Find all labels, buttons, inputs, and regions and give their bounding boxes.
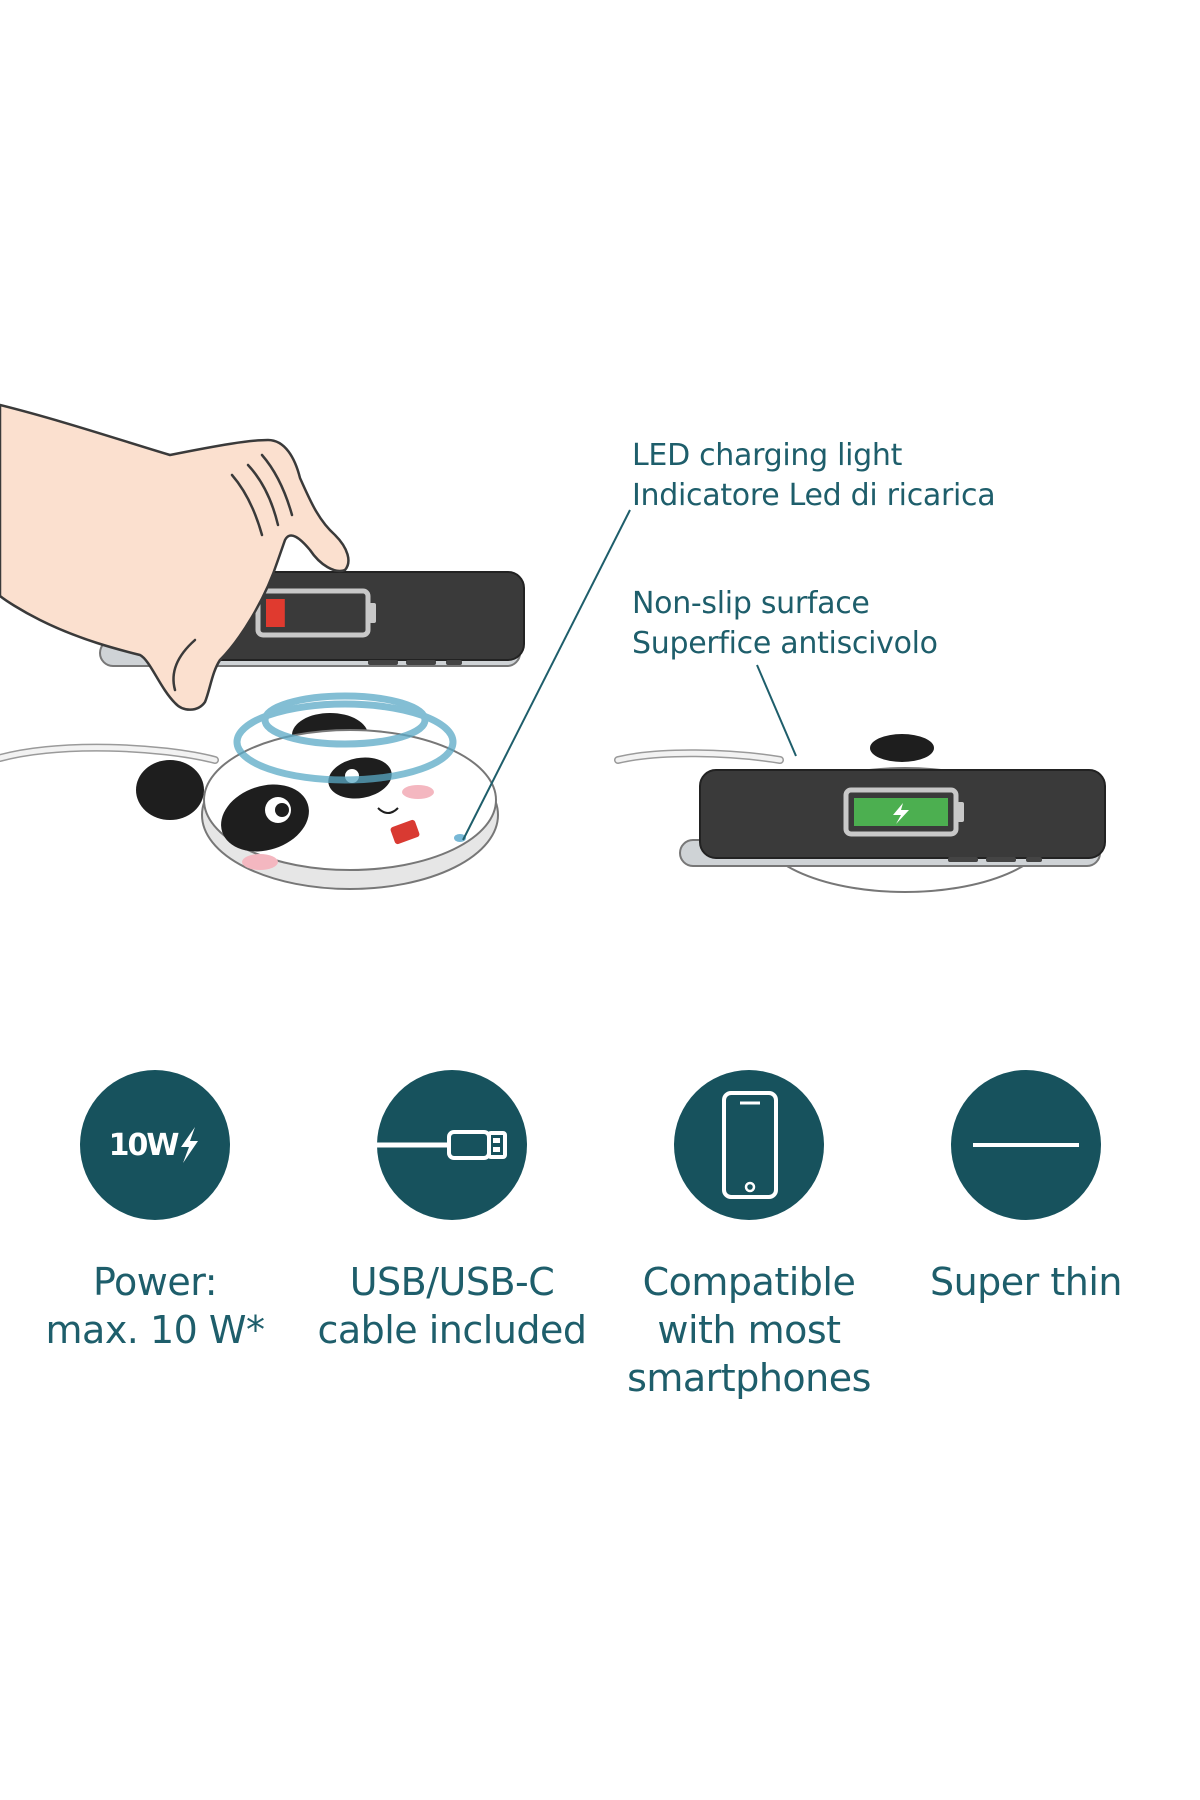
nonslip-callout-line1: Non-slip surface <box>632 586 870 621</box>
nonslip-callout-label: Non-slip surface Superfice antiscivolo <box>632 584 938 664</box>
feature-compatible-line3: smartphones <box>627 1356 871 1400</box>
power-icon: 10W <box>80 1070 230 1220</box>
feature-power: 10W Power: max. 10 W* <box>5 1070 305 1354</box>
feature-usb-line1: USB/USB-C <box>349 1260 555 1304</box>
feature-usb-caption: USB/USB-C cable included <box>302 1258 602 1354</box>
feature-thin-caption: Super thin <box>876 1258 1176 1306</box>
feature-thin: Super thin <box>876 1070 1176 1306</box>
nonslip-callout-line <box>756 664 797 757</box>
feature-compatible-caption: Compatible with most smartphones <box>599 1258 899 1402</box>
power-badge-text: 10W <box>108 1127 180 1163</box>
battery-full-icon <box>843 787 964 837</box>
feature-compatible-line2: with most <box>657 1308 841 1352</box>
battery-low-icon <box>255 588 376 638</box>
hand-icon <box>0 403 350 711</box>
feature-power-caption: Power: max. 10 W* <box>5 1258 305 1354</box>
charging-wave-icon <box>233 692 457 784</box>
feature-power-line1: Power: <box>92 1260 218 1304</box>
led-callout-line <box>462 509 631 841</box>
panda-charger-icon <box>0 713 499 890</box>
led-callout-line2: Indicatore Led di ricarica <box>632 478 996 513</box>
lightning-icon <box>181 1127 199 1163</box>
feature-power-line2: max. 10 W* <box>45 1308 265 1352</box>
led-callout-line1: LED charging light <box>632 438 903 473</box>
led-callout-label: LED charging light Indicatore Led di ric… <box>632 436 996 516</box>
usb-cable-icon <box>377 1070 527 1220</box>
charging-illustration <box>0 403 1106 893</box>
feature-usb-line2: cable included <box>317 1308 587 1352</box>
smartphone-icon <box>674 1070 824 1220</box>
feature-thin-line1: Super thin <box>929 1260 1123 1304</box>
feature-compatible: Compatible with most smartphones <box>599 1070 899 1402</box>
feature-compatible-line1: Compatible <box>642 1260 856 1304</box>
thin-line-icon <box>951 1070 1101 1220</box>
nonslip-callout-line2: Superfice antiscivolo <box>632 626 938 661</box>
feature-usb: USB/USB-C cable included <box>302 1070 602 1354</box>
